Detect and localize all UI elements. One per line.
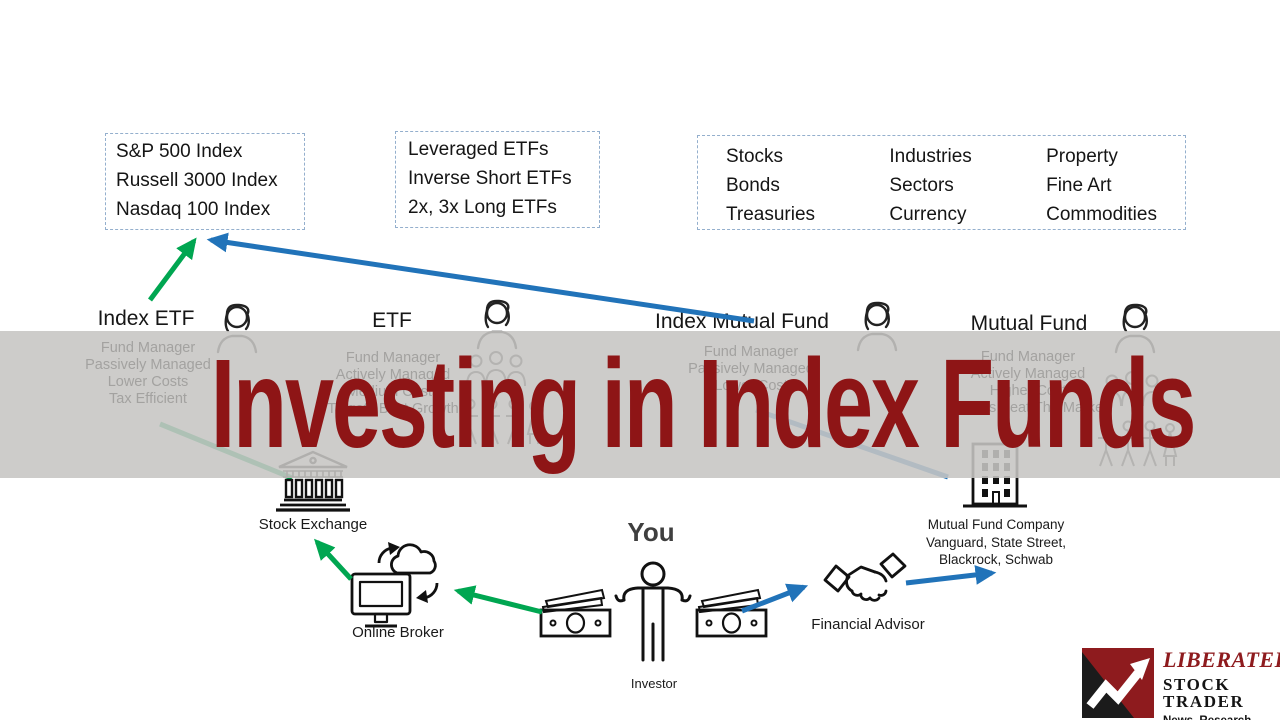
asset-item: Commodities (1046, 204, 1157, 225)
index-item: Russell 3000 Index (116, 170, 278, 191)
etf-types-box: Leveraged ETFs Inverse Short ETFs 2x, 3x… (395, 131, 600, 228)
fund-trait: Medium Costs (346, 384, 440, 400)
green-arrow-broker-to-exchange (314, 538, 353, 581)
logo-brand-name: LIBERATED (1163, 647, 1280, 672)
fund-header-mutual-fund: Mutual Fund (970, 312, 1088, 335)
fund-header-etf: ETF (372, 309, 412, 332)
asset-classes-box: Stocks Bonds Treasuries Industries Secto… (697, 135, 1186, 230)
fund-trait: Fund Manager (980, 349, 1076, 365)
etf-type-item: Leveraged ETFs (408, 139, 549, 160)
investor-person-icon (614, 560, 692, 672)
asset-column: Industries Sectors Currency (889, 142, 971, 229)
main-title: Investing in Index Funds (0, 330, 1280, 478)
online-broker-cloud-computer-icon (350, 536, 442, 630)
asset-item: Treasuries (726, 204, 816, 225)
banknote-icon (539, 586, 612, 638)
handshake-icon (823, 550, 907, 608)
fund-trait: Actively Managed (970, 366, 1086, 382)
fund-trait: Targets Best Growth (327, 401, 459, 417)
etf-type-item: 2x, 3x Long ETFs (408, 197, 557, 218)
green-arrow-indexetf-to-indices (147, 237, 197, 302)
fund-trait: Lower Cost (714, 378, 788, 394)
fund-trait: Tax Efficient (109, 391, 187, 407)
fund-trait: Passively Managed (85, 357, 211, 373)
financial-advisor-label: Financial Advisor (811, 616, 925, 633)
index-item: S&P 500 Index (116, 141, 243, 162)
stock-exchange-bank-icon (273, 450, 353, 514)
asset-item: Industries (889, 146, 972, 167)
blue-arrow-indexmutualfund-to-indices (206, 232, 755, 324)
asset-item: Property (1046, 146, 1118, 167)
you-label: You (627, 517, 675, 547)
index-list-box: S&P 500 Index Russell 3000 Index Nasdaq … (105, 133, 305, 230)
online-broker-label: Online Broker (352, 624, 444, 641)
index-item: Nasdaq 100 Index (116, 199, 271, 220)
asset-item: Stocks (726, 146, 784, 167)
blue-arrow-advisor-to-company (905, 565, 997, 586)
asset-column: Stocks Bonds Treasuries (726, 142, 815, 229)
mutual-fund-company-line: Blackrock, Schwab (938, 552, 1054, 567)
main-title-text: Investing in Index Funds (210, 333, 1197, 474)
title-band (0, 331, 1280, 478)
etf-type-item: Inverse Short ETFs (408, 168, 572, 189)
blue-arrow-money-to-advisor (741, 583, 809, 614)
mutual-fund-company-line: Vanguard, State Street, (925, 534, 1067, 550)
fund-trait: Actively Managed (335, 367, 451, 383)
green-arrow-money-to-broker (453, 585, 543, 615)
asset-column: Property Fine Art Commodities (1046, 142, 1157, 229)
fund-trait: Fund Manager (345, 350, 441, 366)
asset-item: Bonds (726, 175, 780, 196)
asset-item: Fine Art (1046, 175, 1112, 196)
fund-trait: Higher Cost (989, 383, 1067, 399)
mutual-fund-company-label: Mutual Fund Company Vanguard, State Stre… (926, 516, 1066, 569)
asset-item: Sectors (889, 175, 954, 196)
fund-trait: Lower Costs (107, 374, 189, 390)
fund-trait: Targets Beat The Market (948, 400, 1108, 416)
investor-label: Investor (630, 676, 678, 691)
fund-trait: Fund Manager (100, 340, 196, 356)
fund-trait: Passively Managed (688, 361, 814, 377)
mutual-fund-company-line: Mutual Fund Company (927, 517, 1065, 532)
logo-tagline: News, Research, Education (1163, 715, 1280, 720)
fund-header-index-etf: Index ETF (97, 307, 195, 330)
logo-brand-sub: STOCK TRADER (1163, 675, 1245, 711)
fund-trait: Fund Manager (703, 344, 799, 360)
stock-exchange-label: Stock Exchange (258, 516, 368, 533)
logo-chart-arrow-icon (1082, 648, 1154, 718)
logo-wordmark: LIBERATED STOCK TRADER News, Research, E… (1163, 649, 1280, 720)
asset-item: Currency (889, 204, 967, 225)
